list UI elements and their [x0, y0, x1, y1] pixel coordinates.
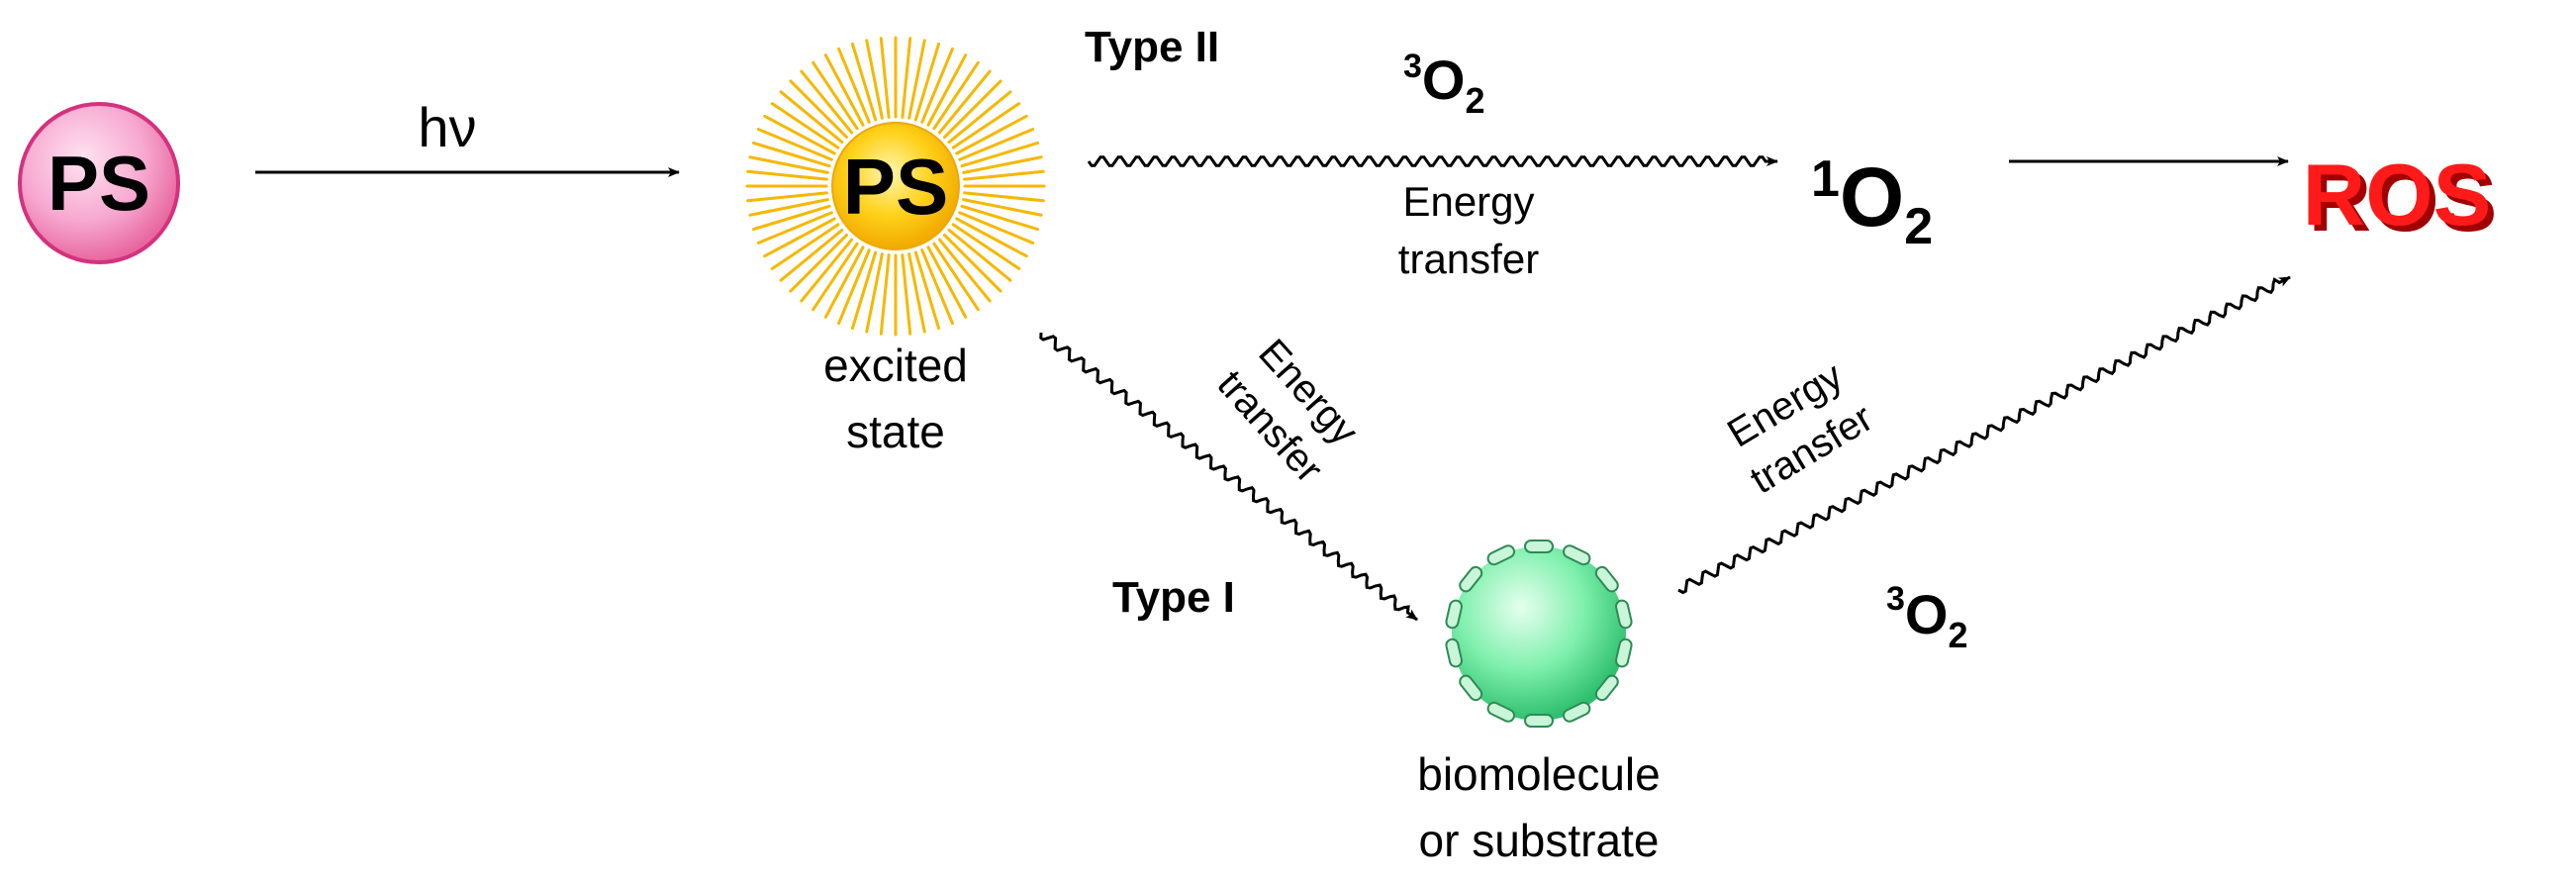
ps-excited-state: PS excited state: [745, 36, 1046, 457]
to-ros-pathway: Energy transfer 3O2: [1677, 275, 2291, 655]
biomolecule-node: biomolecule or substrate: [1417, 540, 1661, 866]
ros-label: ROS: [2303, 146, 2492, 244]
singlet-oxygen: 1O2: [1811, 150, 1933, 255]
type2-pathway: Type II 3O2 Energy transfer: [1085, 23, 1778, 282]
type2-energy-line1: Energy: [1402, 178, 1534, 225]
type2-energy-line2: transfer: [1398, 236, 1539, 282]
ros-shadow: ROS: [2309, 151, 2498, 249]
ps-excited-label: PS: [843, 143, 949, 231]
to-ros-wavy-arrow: [1677, 275, 2291, 595]
to-ros-reagent: 3O2: [1886, 580, 1968, 655]
type1-label: Type I: [1112, 573, 1235, 622]
type1-wavy-arrow: [1039, 332, 1418, 622]
ps-ground-state: PS: [18, 102, 180, 264]
ps-ground-label: PS: [48, 140, 150, 227]
type2-wavy-arrow: [1087, 155, 1778, 167]
biomolecule-membrane: [1445, 540, 1633, 728]
type2-label: Type II: [1085, 23, 1219, 71]
light-arrow: hν: [255, 96, 680, 177]
biomolecule-caption-line1: biomolecule: [1417, 748, 1660, 800]
type1-pathway: Energy transfer Type I: [1039, 331, 1418, 622]
ros-node: ROS ROS: [2303, 146, 2498, 249]
light-label: hν: [418, 96, 476, 158]
biomolecule-caption-line2: or substrate: [1419, 815, 1660, 866]
excited-caption-line2: state: [846, 406, 945, 457]
excited-caption-line1: excited: [823, 340, 968, 391]
sun-rays: [745, 36, 1046, 337]
type2-reagent: 3O2: [1403, 48, 1485, 121]
